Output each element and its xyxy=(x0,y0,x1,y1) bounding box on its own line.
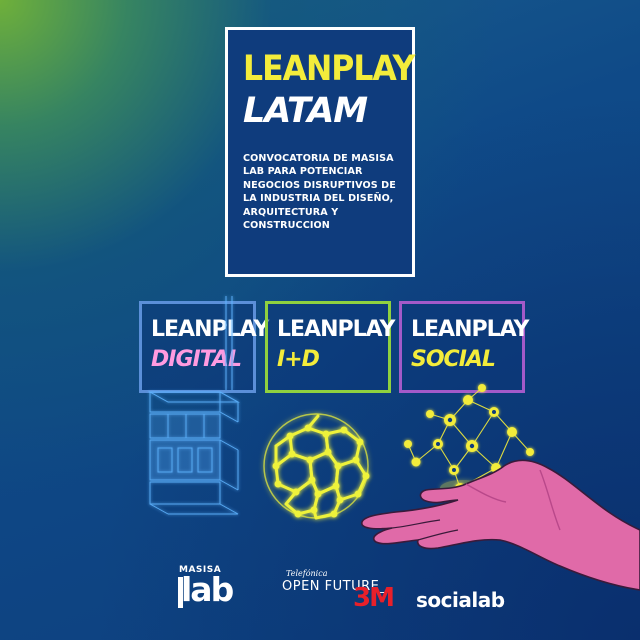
hero-description: CONVOCATORIA DE MASISA LAB PARA POTENCIA… xyxy=(243,153,396,232)
open-future-logo: OPEN FUTURE_ xyxy=(282,579,387,594)
3m-logo: 3M xyxy=(353,583,395,613)
card-leanplay-id: LEANPLAY I+D xyxy=(265,301,395,393)
masisa-lab-logo: lab xyxy=(181,570,234,609)
card-social-line1: LEANPLAY xyxy=(411,317,529,342)
hero-title-line1: LEANPLAY xyxy=(243,49,415,89)
card-id-line2: I+D xyxy=(277,347,320,372)
molecule-nodes xyxy=(272,424,370,518)
telefonica-logo: Telefónica xyxy=(286,569,328,578)
molecule-sphere-icon xyxy=(263,413,369,520)
card-digital-line1: LEANPLAY xyxy=(151,317,269,342)
card-id-line1: LEANPLAY xyxy=(277,317,395,342)
card-social-line2: SOCIAL xyxy=(411,347,496,372)
hero-title-line2: LATAM xyxy=(243,91,368,131)
card-leanplay-digital: LEANPLAY DIGITAL xyxy=(139,301,269,393)
card-digital-line2: DIGITAL xyxy=(151,347,242,372)
network-hand-icon xyxy=(361,384,640,591)
hero-box: LEANPLAY LATAM CONVOCATORIA DE MASISA LA… xyxy=(225,27,415,277)
socialab-logo: socialab xyxy=(416,588,505,612)
masisa-logo-text: MASISA xyxy=(179,565,222,575)
masisa-lab-logo-mark xyxy=(178,577,183,608)
card-leanplay-social: LEANPLAY SOCIAL xyxy=(399,301,529,393)
wireframe-building-icon xyxy=(148,296,240,515)
